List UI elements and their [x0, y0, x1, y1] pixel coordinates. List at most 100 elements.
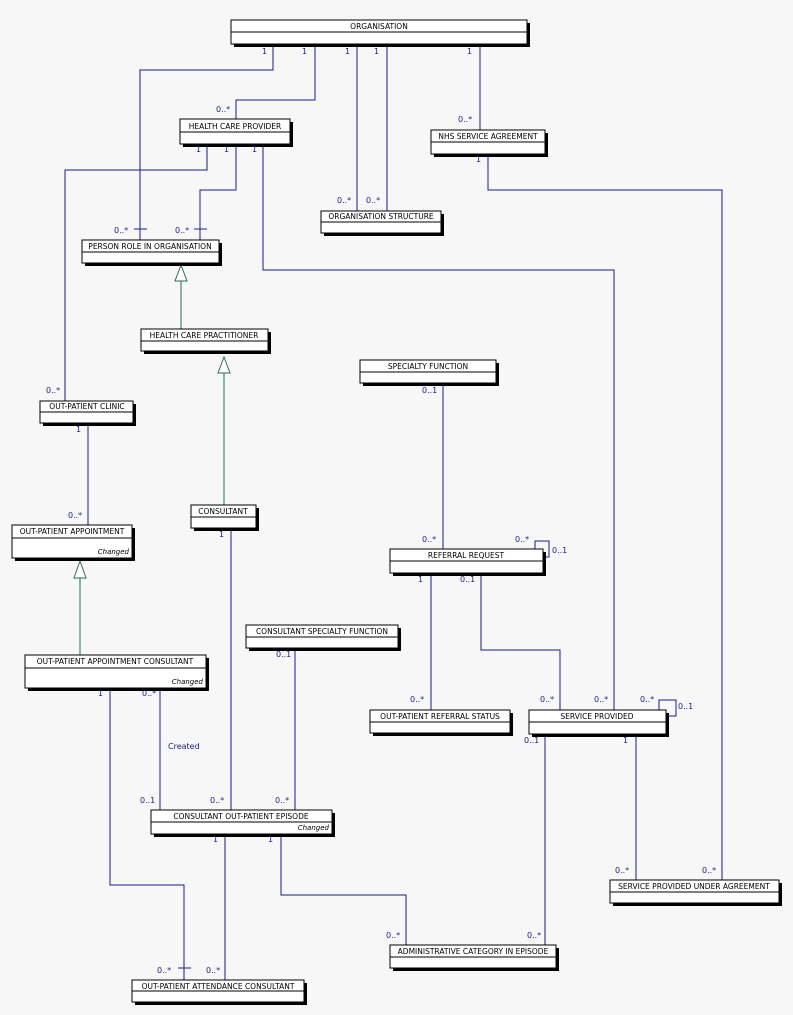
entity-title: OUT-PATIENT APPOINTMENT: [20, 527, 125, 536]
rel-hcp-person-role: [199, 144, 237, 240]
entity-consultant-specialty-function[interactable]: CONSULTANT SPECIALTY FUNCTION: [245, 624, 401, 651]
multiplicity-label: 0..*: [515, 535, 529, 544]
generalization-lines: [73, 263, 231, 655]
entity-outpatient-referral-status[interactable]: OUT-PATIENT REFERRAL STATUS: [369, 709, 513, 736]
rel-hcp-outpatient-clinic: [64, 144, 208, 401]
multiplicity-label: 0..*: [458, 115, 472, 124]
entity-title: NHS SERVICE AGREEMENT: [438, 132, 538, 141]
rel-opac-attendance: [109, 688, 185, 980]
multiplicity-label: 0..*: [206, 966, 220, 975]
entity-consultant-outpatient-episode[interactable]: CONSULTANT OUT-PATIENT EPISODE Changed: [150, 809, 335, 837]
entity-service-provided-under-agreement[interactable]: SERVICE PROVIDED UNDER AGREEMENT: [609, 879, 782, 906]
multiplicity-label: 1: [302, 47, 307, 56]
rel-nhs-agreement-spua: [487, 154, 723, 880]
multiplicity-label: 0..1: [276, 650, 291, 659]
entity-title: CONSULTANT OUT-PATIENT EPISODE: [173, 812, 308, 821]
multiplicity-label: 1: [213, 835, 218, 844]
entity-title: HEALTH CARE PRACTITIONER: [150, 331, 259, 340]
entity-health-care-provider[interactable]: HEALTH CARE PROVIDER: [179, 118, 293, 147]
entity-title: SERVICE PROVIDED UNDER AGREEMENT: [618, 882, 770, 891]
multiplicity-label: 0..*: [386, 931, 400, 940]
multiplicity-label: 0..*: [68, 511, 82, 520]
entity-title: CONSULTANT SPECIALTY FUNCTION: [256, 627, 388, 636]
changed-note: Changed: [298, 824, 330, 832]
changed-note: Changed: [172, 678, 204, 686]
multiplicity-label: 1: [262, 47, 267, 56]
multiplicity-label: 1: [224, 145, 229, 154]
created-label: Created: [168, 742, 200, 751]
entity-title: REFERRAL REQUEST: [428, 551, 505, 560]
entity-consultant[interactable]: CONSULTANT: [190, 504, 259, 531]
multiplicity-label: 0..*: [157, 966, 171, 975]
generalization-arrow-icon: [217, 355, 231, 374]
multiplicity-label: 0..*: [540, 695, 554, 704]
entity-title: SERVICE PROVIDED: [560, 712, 633, 721]
multiplicity-label: 0..*: [422, 535, 436, 544]
multiplicity-label: 0..*: [337, 196, 351, 205]
multiplicity-label: 0..*: [410, 695, 424, 704]
multiplicity-label: 0..*: [216, 105, 230, 114]
entity-title: SPECIALTY FUNCTION: [388, 362, 468, 371]
multiplicity-label: 0..1: [460, 575, 475, 584]
multiplicity-label: 0..*: [527, 931, 541, 940]
multiplicity-label: 0..*: [615, 866, 629, 875]
multiplicity-label: 1: [76, 425, 81, 434]
multiplicity-label: 1: [252, 145, 257, 154]
rel-referral-service: [480, 573, 561, 710]
entity-organisation-structure[interactable]: ORGANISATION STRUCTURE: [320, 210, 444, 236]
multiplicity-label: 1: [476, 155, 481, 164]
rel-referral-self: [534, 540, 550, 558]
entity-referral-request[interactable]: REFERRAL REQUEST: [389, 548, 546, 576]
multiplicity-label: 0..*: [175, 226, 189, 235]
multiplicity-label: 0..*: [142, 689, 156, 698]
entity-title: HEALTH CARE PROVIDER: [189, 122, 282, 131]
entity-nhs-service-agreement[interactable]: NHS SERVICE AGREEMENT: [430, 129, 548, 157]
entity-title: ORGANISATION: [350, 22, 408, 31]
multiplicity-label: 0..*: [275, 796, 289, 805]
entity-person-role-in-organisation[interactable]: PERSON ROLE IN ORGANISATION: [81, 239, 222, 266]
entity-title: OUT-PATIENT APPOINTMENT CONSULTANT: [37, 657, 194, 666]
rel-episode-admin: [280, 834, 407, 945]
multiplicity-label: 0..*: [702, 866, 716, 875]
entity-service-provided[interactable]: SERVICE PROVIDED: [528, 709, 669, 737]
multiplicity-label: 1: [374, 47, 379, 56]
multiplicity-label: 0..1: [422, 386, 437, 395]
multiplicity-label: 1: [196, 145, 201, 154]
entity-health-care-practitioner[interactable]: HEALTH CARE PRACTITIONER: [140, 328, 271, 354]
multiplicity-label: 0..*: [46, 386, 60, 395]
entity-administrative-category-in-episode[interactable]: ADMINISTRATIVE CATEGORY IN EPISODE: [389, 944, 559, 971]
multiplicity-label: 0..*: [114, 226, 128, 235]
multiplicity-label: 0..*: [640, 695, 654, 704]
entity-title: OUT-PATIENT ATTENDANCE CONSULTANT: [142, 982, 295, 991]
entity-organisation[interactable]: ORGANISATION: [230, 19, 530, 47]
multiplicity-labels: 1 1 1 1 1 0..* 0..* 1 1 1 1 0..* 0..* 0.…: [46, 47, 716, 975]
entity-outpatient-clinic[interactable]: OUT-PATIENT CLINIC: [39, 400, 136, 426]
entity-title: ADMINISTRATIVE CATEGORY IN EPISODE: [398, 947, 549, 956]
rel-organisation-health-care-provider: [235, 44, 316, 119]
entity-title: CONSULTANT: [198, 507, 248, 516]
entity-outpatient-appointment-consultant[interactable]: OUT-PATIENT APPOINTMENT CONSULTANT Chang…: [24, 654, 209, 691]
multiplicity-label: 0..1: [524, 736, 539, 745]
entity-boxes: ORGANISATION HEALTH CARE PROVIDER NHS SE…: [11, 19, 782, 1005]
rel-organisation-person-role: [139, 44, 274, 240]
entity-title: PERSON ROLE IN ORGANISATION: [88, 242, 211, 251]
multiplicity-label: 0..*: [366, 196, 380, 205]
entity-specialty-function[interactable]: SPECIALTY FUNCTION: [359, 359, 499, 386]
multiplicity-label: 0..*: [594, 695, 608, 704]
generalization-arrow-icon: [174, 263, 188, 282]
multiplicity-label: 1: [268, 835, 273, 844]
multiplicity-label: 0..1: [140, 796, 155, 805]
entity-outpatient-appointment[interactable]: OUT-PATIENT APPOINTMENT Changed: [11, 524, 135, 561]
multiplicity-label: 1: [98, 689, 103, 698]
multiplicity-label: 0..*: [210, 796, 224, 805]
multiplicity-label: 0..1: [552, 546, 567, 555]
multiplicity-label: 1: [418, 575, 423, 584]
relationship-lines: [64, 44, 723, 980]
multiplicity-label: 1: [467, 47, 472, 56]
entity-title: ORGANISATION STRUCTURE: [328, 212, 434, 221]
entity-title: OUT-PATIENT CLINIC: [49, 402, 124, 411]
multiplicity-label: 1: [219, 530, 224, 539]
entity-outpatient-attendance-consultant[interactable]: OUT-PATIENT ATTENDANCE CONSULTANT: [131, 979, 307, 1005]
entity-title: OUT-PATIENT REFERRAL STATUS: [380, 712, 500, 721]
